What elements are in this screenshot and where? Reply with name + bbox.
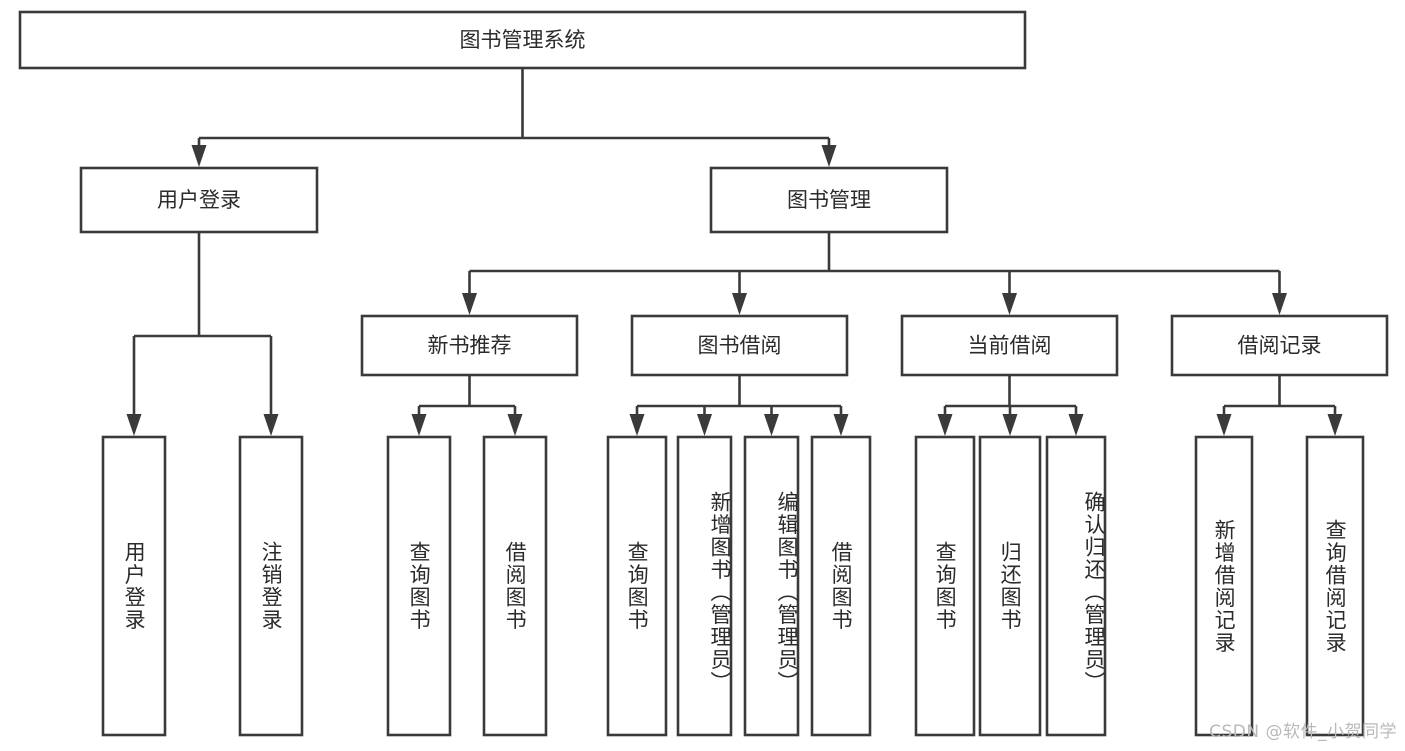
node-box-addrecord[interactable] [1194, 435, 1254, 737]
node-box-borrow[interactable] [630, 314, 849, 377]
arrowhead-userlogin [126, 414, 142, 436]
node-box-queryrecord[interactable] [1305, 435, 1365, 737]
node-box-bookmgmt[interactable] [709, 166, 949, 234]
arrowhead-b2 [833, 414, 849, 436]
arrowhead-logout [263, 414, 279, 436]
arrowhead-confirm [1068, 414, 1084, 436]
node-box-q3[interactable] [914, 435, 976, 737]
arrowhead-records [1272, 293, 1287, 315]
node-label-login: 用户登录 [157, 188, 241, 212]
node-box-editbook[interactable] [743, 435, 800, 737]
arrowhead-login [191, 145, 207, 167]
node-label-bookmgmt: 图书管理 [787, 188, 871, 212]
node-box-q2[interactable] [606, 435, 668, 737]
arrowhead-current [1002, 293, 1017, 315]
arrowhead-return [1002, 414, 1018, 436]
node-label-records: 借阅记录 [1238, 334, 1322, 358]
node-box-root[interactable] [18, 10, 1027, 70]
arrowhead-q2 [629, 414, 645, 436]
arrowhead-bookmgmt [821, 145, 837, 167]
node-box-addbook[interactable] [676, 435, 733, 737]
node-label-root: 图书管理系统 [460, 28, 586, 52]
arrowhead-editbook [764, 414, 779, 436]
watermark: CSDN @软件_小贺同学 [1209, 722, 1397, 742]
arrowhead-queryrecord [1327, 414, 1343, 436]
arrowhead-q1 [411, 414, 427, 436]
node-box-q1[interactable] [386, 435, 452, 737]
arrowhead-addrecord [1216, 414, 1232, 436]
node-box-records[interactable] [1170, 314, 1389, 377]
node-label-borrow: 图书借阅 [698, 334, 782, 358]
node-box-login[interactable] [79, 166, 319, 234]
node-box-logout[interactable] [238, 435, 304, 737]
arrowhead-newbook [462, 293, 477, 315]
arrowhead-addbook [697, 414, 712, 436]
arrowhead-borrow [732, 293, 747, 315]
connectors-layer [126, 68, 1343, 436]
boxes-layer [18, 10, 1389, 737]
arrowhead-q3 [937, 414, 953, 436]
arrowhead-b1 [507, 414, 523, 436]
node-box-current[interactable] [900, 314, 1119, 377]
node-box-return[interactable] [978, 435, 1042, 737]
node-box-newbook[interactable] [360, 314, 579, 377]
node-box-userlogin[interactable] [101, 435, 167, 737]
node-box-b1[interactable] [482, 435, 548, 737]
node-label-current: 当前借阅 [968, 334, 1052, 358]
node-box-b2[interactable] [810, 435, 872, 737]
node-box-confirm[interactable] [1045, 435, 1107, 737]
node-label-newbook: 新书推荐 [428, 334, 512, 358]
